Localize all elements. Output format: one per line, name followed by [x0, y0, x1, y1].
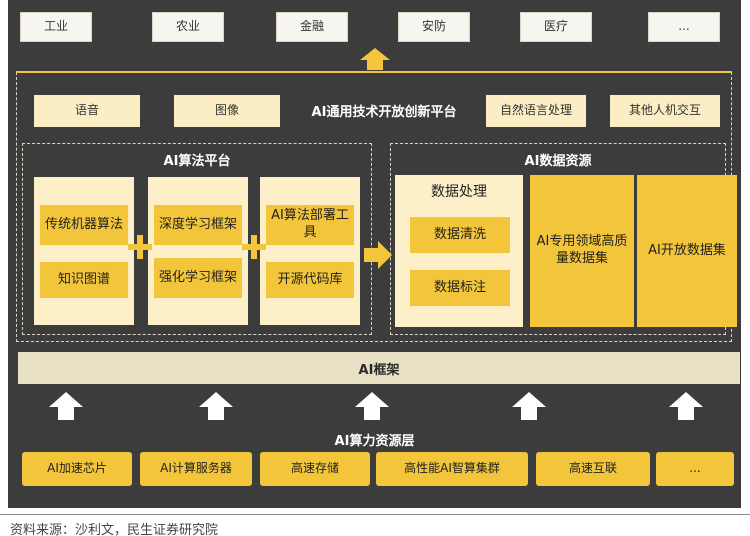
algorithm-column-1 — [34, 177, 134, 325]
application-finance: 金融 — [276, 12, 348, 42]
platform-title: AI通用技术开放创新平台 — [311, 105, 457, 120]
algo-open-source: 开源代码库 — [266, 262, 354, 298]
plus-icon-1 — [128, 235, 152, 259]
up-arrows — [49, 392, 703, 420]
up-arrow-4 — [512, 392, 546, 420]
top-up-arrow — [360, 48, 390, 70]
compute-interconnect: 高速互联 — [536, 452, 650, 486]
data-processing-title: 数据处理 — [431, 183, 487, 200]
compute-ai-server: AI计算服务器 — [140, 452, 252, 486]
algorithm-platform-frame — [22, 143, 372, 335]
dataset-specialized: AI专用领域高质量数据集 — [530, 175, 634, 327]
up-arrow-3 — [355, 392, 389, 420]
footer-separator — [0, 514, 750, 515]
right-arrow — [364, 241, 392, 269]
up-arrow-1 — [49, 392, 83, 420]
application-medical: 医疗 — [520, 12, 592, 42]
algo-reinforcement-learning: 强化学习框架 — [154, 258, 242, 298]
platform-nlp: 自然语言处理 — [486, 95, 586, 127]
application-industry: 工业 — [20, 12, 92, 42]
compute-cluster: 高性能AI智算集群 — [376, 452, 528, 486]
up-arrow-5 — [669, 392, 703, 420]
plus-icon-2 — [242, 235, 266, 259]
compute-layer-title: AI算力资源层 — [334, 434, 415, 449]
compute-more: ... — [656, 452, 734, 486]
algo-traditional-ml: 传统机器算法 — [40, 205, 128, 245]
application-more: ... — [648, 12, 720, 42]
platform-other-hci: 其他人机交互 — [610, 95, 720, 127]
up-arrow-2 — [199, 392, 233, 420]
compute-storage: 高速存储 — [260, 452, 370, 486]
algo-knowledge-graph: 知识图谱 — [40, 262, 128, 298]
algorithm-column-3 — [260, 177, 360, 325]
data-cleaning: 数据清洗 — [410, 217, 510, 253]
algo-deployment-tools: AI算法部署工具 — [266, 205, 354, 245]
ai-framework-bar: AI框架 — [18, 352, 740, 384]
data-resources-title: AI数据资源 — [524, 154, 592, 169]
algorithm-column-2 — [148, 177, 248, 325]
source-note: 资料来源：沙利文，民生证券研究院 — [10, 523, 219, 536]
algo-deep-learning: 深度学习框架 — [154, 205, 242, 245]
application-agriculture: 农业 — [152, 12, 224, 42]
application-security: 安防 — [398, 12, 470, 42]
platform-voice: 语音 — [34, 95, 140, 127]
compute-ai-chip: AI加速芯片 — [22, 452, 132, 486]
algorithm-platform-title: AI算法平台 — [163, 154, 231, 169]
data-labeling: 数据标注 — [410, 270, 510, 306]
platform-image: 图像 — [174, 95, 280, 127]
dataset-open: AI开放数据集 — [637, 175, 737, 327]
